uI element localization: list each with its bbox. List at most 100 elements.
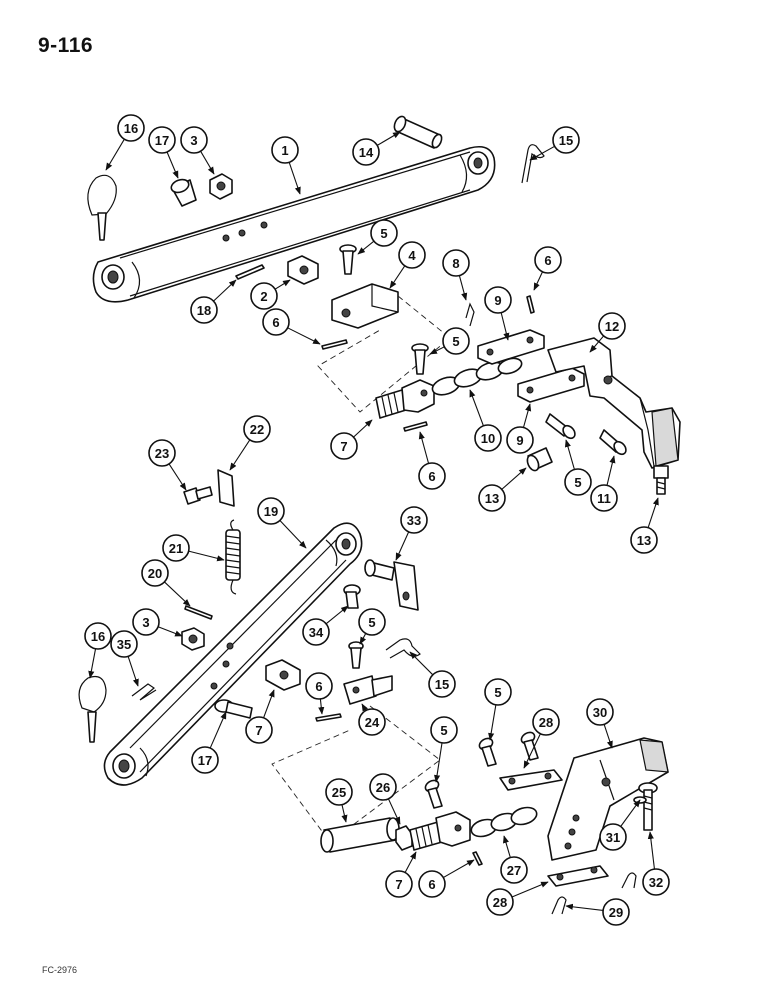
assembly-guide-lower: [271, 705, 441, 843]
cotter-pin-20: [184, 605, 213, 620]
callout-c20: 20: [141, 559, 191, 607]
callout-circle: [250, 282, 278, 310]
callout-leader: [213, 279, 237, 302]
callout-leader: [647, 831, 655, 870]
callout-c16a: 16: [105, 114, 145, 171]
callout-leader: [606, 455, 616, 486]
callout-circle: [162, 534, 190, 562]
callout-circle: [148, 439, 176, 467]
callout-c26: 26: [369, 773, 401, 825]
callout-leader: [387, 798, 401, 825]
callout-number: 28: [539, 715, 553, 730]
callout-number: 1: [281, 143, 288, 158]
callout-number: 4: [408, 248, 416, 263]
callout-leader: [443, 859, 475, 879]
callout-number: 7: [255, 723, 262, 738]
callout-number: 6: [272, 315, 279, 330]
callout-number: 9: [516, 433, 523, 448]
callout-c7a: 7: [330, 419, 373, 460]
clevis-pin-lower: [214, 699, 253, 719]
callout-circle: [330, 432, 358, 460]
turnbuckle-end-upper: [375, 379, 435, 419]
callout-number: 11: [597, 491, 611, 506]
callout-circle: [478, 484, 506, 512]
callout-leader: [168, 463, 187, 491]
callout-leader: [565, 903, 604, 911]
callout-c22: 22: [229, 415, 271, 471]
callout-leader: [533, 271, 544, 291]
callout-number: 5: [494, 685, 501, 700]
cotter-pin-6-c: [403, 421, 428, 432]
callout-circle: [305, 672, 333, 700]
callout-leader: [488, 704, 497, 741]
callout-c5f: 5: [430, 716, 458, 783]
turnbuckle-end-lower: [409, 811, 471, 851]
callout-circle: [132, 608, 160, 636]
callout-c34: 34: [302, 605, 349, 646]
callout-number: 24: [365, 715, 380, 730]
callout-leader: [418, 431, 430, 464]
stabilizer-bracket-30: [547, 737, 669, 861]
figure-code: FC-2976: [42, 965, 78, 975]
callout-c21: 21: [162, 534, 225, 562]
callout-c10: 10: [469, 389, 502, 452]
page-number: 9-116: [38, 34, 94, 57]
upper-link-pin: [393, 115, 443, 149]
callout-circle: [358, 608, 386, 636]
callout-leader: [647, 497, 659, 528]
swivel-block-upper: [287, 255, 319, 285]
callout-circle: [385, 870, 413, 898]
callout-c27: 27: [500, 835, 528, 884]
callout-c19: 19: [257, 497, 307, 549]
callout-number: 16: [91, 629, 105, 644]
callout-c17b: 17: [191, 711, 227, 774]
callout-circle: [442, 327, 470, 355]
pin-plate-33: [364, 559, 419, 611]
callout-c15b: 15: [409, 651, 456, 698]
callout-number: 33: [407, 513, 421, 528]
callout-number: 28: [493, 895, 507, 910]
cotter-pin-6-b: [526, 295, 535, 314]
callout-number: 6: [544, 253, 551, 268]
callout-c9b: 9: [506, 403, 534, 454]
pin-5-upper-b: [411, 343, 429, 375]
callout-circle: [500, 856, 528, 884]
clevis-pin-upper: [170, 178, 197, 207]
callout-leader: [288, 162, 301, 195]
callout-leader: [511, 881, 549, 898]
callout-number: 13: [485, 491, 499, 506]
callout-number: 2: [260, 289, 267, 304]
callout-leader: [603, 724, 613, 749]
callout-leader: [263, 689, 275, 719]
bolt-34: [343, 584, 361, 609]
pin-11: [599, 429, 627, 456]
callout-circle: [484, 286, 512, 314]
callout-circle: [148, 126, 176, 154]
callout-number: 17: [155, 133, 169, 148]
callout-circle: [370, 219, 398, 247]
callout-leader: [359, 633, 367, 645]
callout-circle: [630, 526, 658, 554]
callout-number: 18: [197, 303, 211, 318]
callout-leader: [404, 851, 417, 873]
callout-leader: [458, 275, 468, 301]
callout-circle: [400, 506, 428, 534]
callout-circle: [325, 778, 353, 806]
nut-lower: [181, 627, 205, 651]
callout-number: 5: [440, 723, 447, 738]
callout-c23: 23: [148, 439, 187, 491]
callout-leader: [274, 279, 291, 290]
callout-number: 34: [309, 625, 324, 640]
callout-number: 7: [395, 877, 402, 892]
callout-c5a: 5: [357, 219, 398, 255]
nut-upper: [209, 173, 233, 200]
callout-number: 17: [198, 753, 212, 768]
callout-leader: [164, 581, 191, 607]
callout-circle: [598, 312, 626, 340]
callout-circle: [602, 898, 630, 926]
callout-circle: [552, 126, 580, 154]
callout-leader: [279, 520, 307, 549]
callout-number: 5: [574, 475, 581, 490]
callout-c33: 33: [395, 506, 428, 561]
